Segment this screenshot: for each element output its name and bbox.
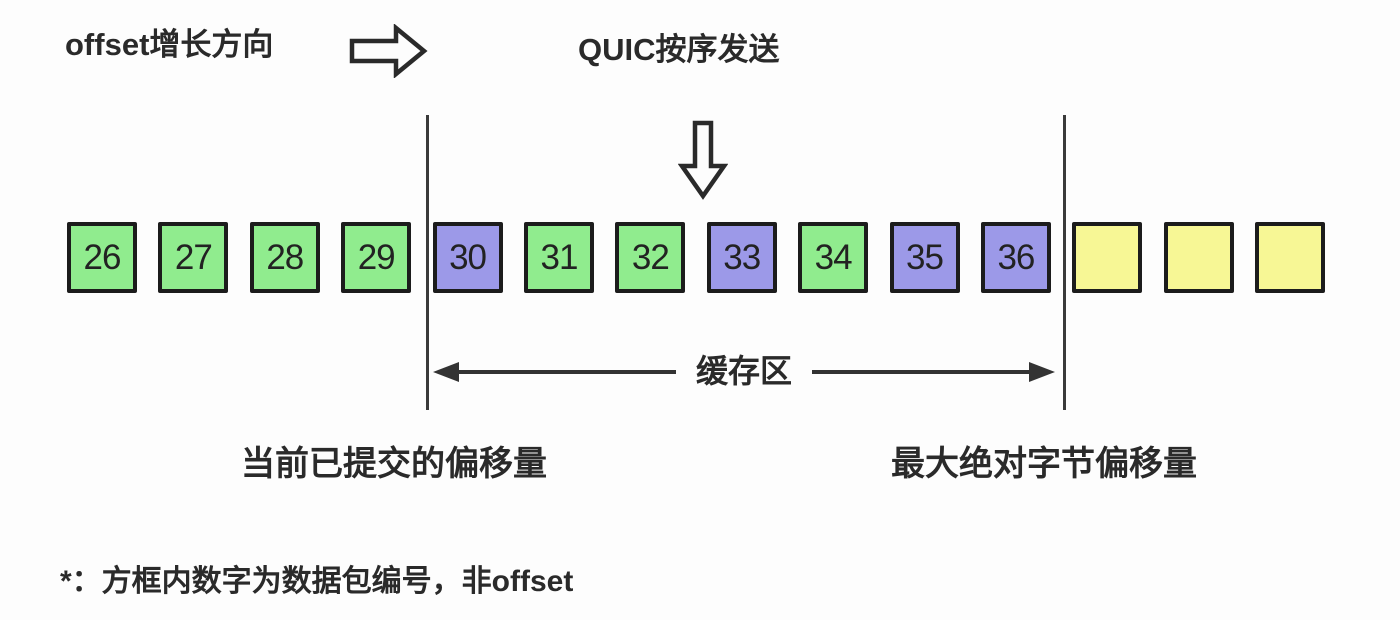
arrowhead-left-icon: [433, 362, 459, 382]
packet-box: [1255, 222, 1326, 293]
down-block-arrow-icon: [678, 120, 728, 200]
packet-number: 32: [631, 237, 670, 277]
packet-box: 28: [249, 222, 320, 293]
footnote: *：方框内数字为数据包编号，非offset: [60, 565, 574, 598]
right-block-arrow-icon: [349, 24, 428, 78]
committed-offset-boundary-line: [426, 115, 429, 410]
packet-box: 27: [158, 222, 229, 293]
packet-number: 26: [83, 237, 122, 277]
quic-send-order-label: QUIC按序发送: [578, 32, 780, 67]
buffer-range-arrow: 缓存区: [433, 353, 1056, 391]
packet-box: 29: [341, 222, 412, 293]
packet-box: 31: [523, 222, 594, 293]
arrowhead-right-icon: [1029, 362, 1056, 382]
packet-number: 30: [449, 237, 487, 277]
packet-number: 27: [174, 237, 213, 277]
packet-box: 26: [67, 222, 137, 293]
packet-box: [1163, 222, 1234, 293]
max-absolute-byte-offset-label: 最大绝对字节偏移量: [891, 445, 1197, 483]
packet-number: 34: [814, 237, 853, 277]
buffer-arrow-line-left: [459, 370, 676, 374]
max-offset-boundary-line: [1063, 115, 1066, 410]
packet-box: 36: [980, 222, 1051, 293]
packet-box: 33: [706, 222, 777, 293]
buffer-arrow-line-right: [812, 370, 1030, 374]
packet-box: 32: [615, 222, 686, 293]
packet-number: 31: [540, 237, 578, 277]
offset-direction-label: offset增长方向: [65, 27, 274, 62]
packet-row: 26 27 28 29 30 31 32 33 34 35 36: [67, 222, 1326, 293]
packet-box: 35: [889, 222, 960, 293]
packet-number: 35: [906, 237, 944, 277]
packet-number: 28: [266, 237, 304, 277]
packet-number: 36: [997, 237, 1035, 277]
packet-number: 29: [357, 237, 396, 277]
packet-box: [1072, 222, 1143, 293]
packet-box: 30: [432, 222, 503, 293]
packet-number: 33: [723, 237, 761, 277]
buffer-zone-label: 缓存区: [696, 353, 793, 389]
committed-offset-label: 当前已提交的偏移量: [241, 445, 547, 483]
packet-box: 34: [798, 222, 869, 293]
